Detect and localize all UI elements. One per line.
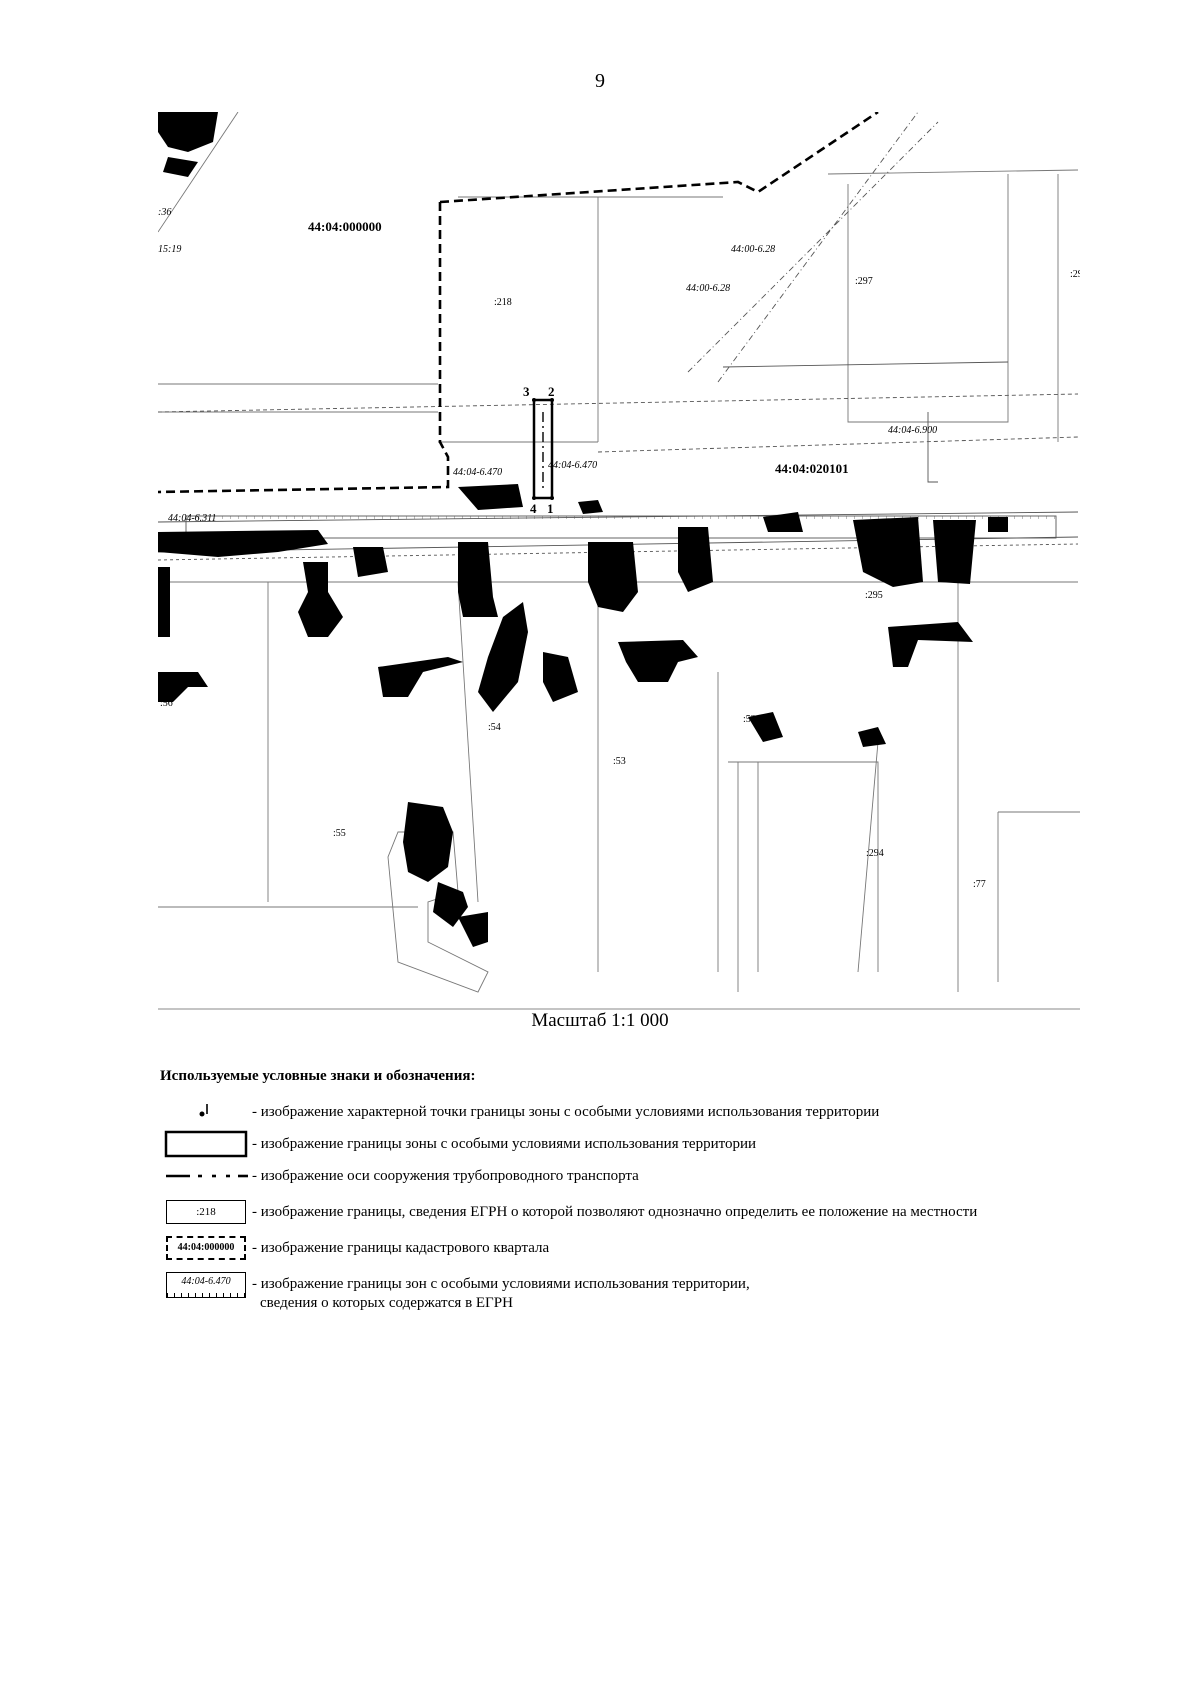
legend-text: - изображение границы зон с особыми усло… [252, 1275, 750, 1313]
pipeline-axis-icon [166, 1174, 248, 1178]
parcel-label: :29( [1070, 269, 1080, 280]
legend-item-egrn-boundary: :218 - изображение границы, сведения ЕГР… [160, 1196, 1160, 1230]
legend-text-line1: - изображение границы зон с особыми усло… [252, 1276, 750, 1292]
parcel-label: :54 [488, 722, 501, 733]
legend-item-zone-boundary: - изображение границы зоны с особыми усл… [160, 1128, 1160, 1162]
legend-text: - изображение границы, сведения ЕГРН о к… [252, 1204, 978, 1220]
point-label-4: 4 [530, 501, 537, 516]
boundary-points [532, 398, 554, 500]
zone-boundary-icon [164, 1130, 248, 1158]
parcel-label: :294 [866, 848, 884, 859]
legend-item-egrn-zone: 44:04-6.470 - изображение границы зон с … [160, 1268, 1160, 1312]
zone-label: 44:04-6.311 [168, 513, 216, 524]
egrn-zone-sample-label: 44:04-6.470 [181, 1276, 231, 1287]
quarter-label-2: 44:04:020101 [775, 461, 849, 476]
legend-item-quarter-boundary: 44:04:000000 - изображение границы кадас… [160, 1232, 1160, 1266]
point-label-3: 3 [523, 384, 530, 399]
egrn-boundary-icon: :218 [160, 1196, 250, 1230]
quarter-boundary [158, 112, 879, 494]
parcel-label: :53 [613, 756, 626, 767]
zone-label: 44:00-6.28 [686, 283, 730, 294]
parcel-label: :52 [743, 714, 756, 725]
egrn-zones [158, 112, 1079, 561]
zone-label: 44:04-6.900 [888, 425, 937, 436]
quarter-label-1: 44:04:000000 [308, 219, 382, 234]
zone-label: 44:04-6.470 [548, 460, 597, 471]
point-label-1: 1 [547, 501, 554, 516]
parcel-label: :36 [158, 207, 171, 218]
parcel-label: 15:19 [158, 244, 181, 255]
parcel-label: :218 [494, 297, 512, 308]
protection-zone[interactable] [532, 398, 554, 500]
legend-text-line2: сведения о которых содержатся в ЕГРН [260, 1295, 513, 1311]
legend-text: - изображение характерной точки границы … [252, 1104, 880, 1120]
parcel-boundaries [158, 112, 1080, 993]
egrn-zone-icon: 44:04-6.470 [160, 1268, 250, 1302]
legend-text: - изображение оси сооружения трубопровод… [252, 1168, 639, 1184]
egrn-sample-label: :218 [166, 1200, 246, 1224]
quarter-boundary-icon: 44:04:000000 [160, 1232, 250, 1266]
buildings-and-vegetation [158, 112, 1008, 947]
map-scale: Масштаб 1:1 000 [531, 1010, 669, 1031]
point-label-2: 2 [548, 384, 555, 399]
legend-title: Используемые условные знаки и обозначени… [160, 1068, 476, 1084]
cadastral-map[interactable]: 44:04:000000 44:04:020101 :218 :297 :29(… [158, 112, 1080, 1010]
quarter-sample-label: 44:04:000000 [166, 1236, 246, 1260]
parcel-label: :297 [855, 276, 873, 287]
legend-text: - изображение границы кадастрового кварт… [252, 1240, 550, 1256]
zone-label: 44:00-6.28 [731, 244, 775, 255]
page-number: 9 [595, 70, 605, 92]
legend-text: - изображение границы зоны с особыми усл… [252, 1136, 757, 1152]
point-icon [199, 1104, 208, 1117]
legend-item-point: - изображение характерной точки границы … [160, 1096, 1160, 1130]
parcel-label: :56 [160, 698, 173, 709]
parcel-label: :77 [973, 879, 986, 890]
parcel-label: :295 [865, 590, 883, 601]
zone-label: 44:04-6.470 [453, 467, 502, 478]
legend-item-pipeline-axis: - изображение оси сооружения трубопровод… [160, 1160, 1160, 1194]
parcel-label: :55 [333, 828, 346, 839]
